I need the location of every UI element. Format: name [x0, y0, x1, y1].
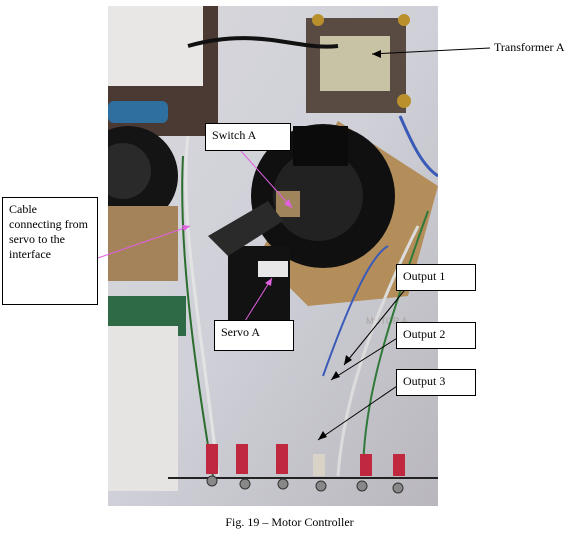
output1-label: Output 1: [403, 269, 446, 283]
transformer-label: Transformer A: [494, 40, 565, 54]
output2-callout: Output 2: [396, 322, 476, 349]
servo-callout: Servo A: [214, 320, 294, 351]
cable-callout: Cable connecting from servo to the inter…: [2, 197, 98, 305]
figure-caption: Fig. 19 – Motor Controller: [225, 515, 354, 529]
servo-label: Servo A: [221, 325, 260, 339]
motor-controller-photo: MOTOR A: [108, 6, 438, 506]
output3-label: Output 3: [403, 374, 446, 388]
cable-label: Cable connecting from servo to the inter…: [9, 202, 88, 261]
output1-callout: Output 1: [396, 264, 476, 291]
output3-callout: Output 3: [396, 369, 476, 396]
output2-label: Output 2: [403, 327, 446, 341]
switch-label: Switch A: [212, 128, 257, 142]
switch-callout: Switch A: [205, 123, 291, 151]
